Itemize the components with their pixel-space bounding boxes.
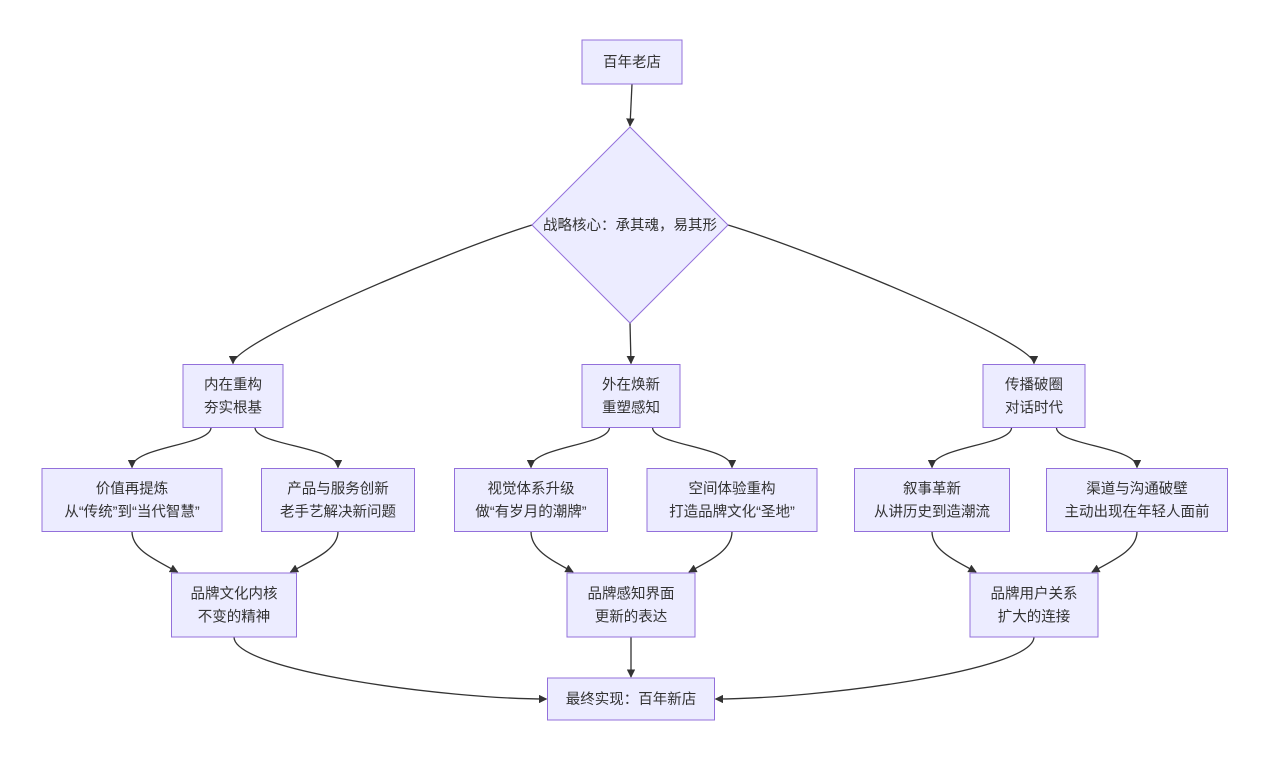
- node-l1-label-line: 价值再提炼: [96, 481, 169, 498]
- node-b3-label: 传播破圈对话时代: [1005, 377, 1063, 417]
- node-m3-shape: [969, 572, 1099, 638]
- node-m1-shape: [171, 572, 297, 638]
- node-m1-label-line: 品牌文化内核: [191, 586, 278, 603]
- node-l6-label: 渠道与沟通破壁主动出现在年轻人面前: [1065, 481, 1210, 521]
- edge-root-core: [626, 83, 635, 127]
- node-b2-shape: [581, 364, 681, 428]
- node-m3-label-line: 扩大的连接: [998, 609, 1071, 626]
- node-root-label: 百年老店: [603, 54, 661, 71]
- node-l5-label-line: 从讲历史到造潮流: [874, 504, 990, 521]
- node-core-label: 战略核心：承其魂，易其形: [543, 217, 717, 234]
- node-l4-label: 空间体验重构打造品牌文化“圣地”: [669, 481, 795, 521]
- node-l1-label-line: 从“传统”到“当代智慧”: [64, 504, 199, 521]
- node-m3-label: 品牌用户关系扩大的连接: [991, 586, 1078, 626]
- node-final-shape: [547, 677, 715, 721]
- edges-layer: [127, 83, 1142, 704]
- node-b1-shape: [182, 364, 284, 428]
- node-l2-label-line: 产品与服务创新: [287, 481, 389, 498]
- node-l6-label-line: 渠道与沟通破壁: [1086, 481, 1188, 498]
- node-b2-label-line: 外在焕新: [602, 377, 660, 394]
- node-m3-label-line: 品牌用户关系: [991, 586, 1078, 603]
- node-m2-label: 品牌感知界面更新的表达: [588, 586, 675, 626]
- node-core-diamond-shape: [531, 126, 729, 324]
- edge-l2-m1: [289, 531, 339, 573]
- edge-l4-m2: [688, 531, 733, 573]
- node-b3-label-line: 对话时代: [1005, 400, 1063, 417]
- edge-m3-final: [714, 636, 1035, 704]
- node-b2-label: 外在焕新重塑感知: [602, 377, 660, 417]
- node-m1-label: 品牌文化内核不变的精神: [191, 586, 278, 626]
- node-l3-label-line: 视觉体系升级: [488, 481, 575, 498]
- node-final-label-line: 最终实现：百年新店: [566, 691, 697, 708]
- edge-core-b3: [727, 224, 1039, 365]
- node-l4-label-line: 打造品牌文化“圣地”: [669, 504, 795, 521]
- node-m2-shape: [566, 572, 696, 638]
- node-root-label-line: 百年老店: [603, 54, 661, 71]
- node-b3-shape: [982, 364, 1086, 428]
- node-l5-label: 叙事革新从讲历史到造潮流: [874, 481, 990, 521]
- edge-b1-l1: [127, 427, 212, 469]
- node-l2-label-line: 老手艺解决新问题: [280, 504, 396, 521]
- edge-m1-final: [233, 636, 548, 704]
- node-final-label: 最终实现：百年新店: [566, 691, 697, 708]
- edge-core-b2: [626, 322, 636, 365]
- edge-l1-m1: [131, 531, 179, 573]
- node-l4-shape: [646, 468, 818, 532]
- edge-b3-l6: [1055, 427, 1142, 469]
- node-l3-shape: [454, 468, 608, 532]
- node-b3-label-line: 传播破圈: [1005, 377, 1063, 394]
- node-m2-label-line: 更新的表达: [595, 609, 668, 626]
- node-core-label-line: 战略核心：承其魂，易其形: [543, 217, 717, 234]
- edge-b3-l5: [927, 427, 1013, 469]
- edge-l6-m3: [1091, 531, 1138, 573]
- edge-b1-l2: [254, 427, 343, 469]
- node-l2-label: 产品与服务创新老手艺解决新问题: [280, 481, 396, 521]
- node-l5-shape: [854, 468, 1010, 532]
- node-b1-label-line: 内在重构: [204, 377, 262, 394]
- node-l5-label-line: 叙事革新: [903, 481, 961, 498]
- node-l3-label-line: 做“有岁月的潮牌”: [475, 504, 586, 521]
- node-root-shape: [581, 39, 683, 85]
- node-m1-label-line: 不变的精神: [198, 609, 271, 626]
- node-l6-label-line: 主动出现在年轻人面前: [1065, 504, 1210, 521]
- edge-core-b1: [228, 224, 533, 365]
- node-l6-shape: [1046, 468, 1228, 532]
- node-b1-label: 内在重构夯实根基: [204, 377, 262, 417]
- node-l1-label: 价值再提炼从“传统”到“当代智慧”: [64, 481, 199, 521]
- edge-b2-l3: [526, 427, 611, 469]
- node-l2-shape: [261, 468, 415, 532]
- edge-l3-m2: [530, 531, 574, 573]
- node-l3-label: 视觉体系升级做“有岁月的潮牌”: [475, 481, 586, 521]
- node-m2-label-line: 品牌感知界面: [588, 586, 675, 603]
- node-l1-shape: [41, 468, 223, 532]
- node-b2-label-line: 重塑感知: [602, 400, 660, 417]
- node-l4-label-line: 空间体验重构: [689, 481, 776, 498]
- edge-b2-l4: [651, 427, 737, 469]
- node-b1-label-line: 夯实根基: [204, 400, 262, 417]
- edge-l5-m3: [931, 531, 977, 573]
